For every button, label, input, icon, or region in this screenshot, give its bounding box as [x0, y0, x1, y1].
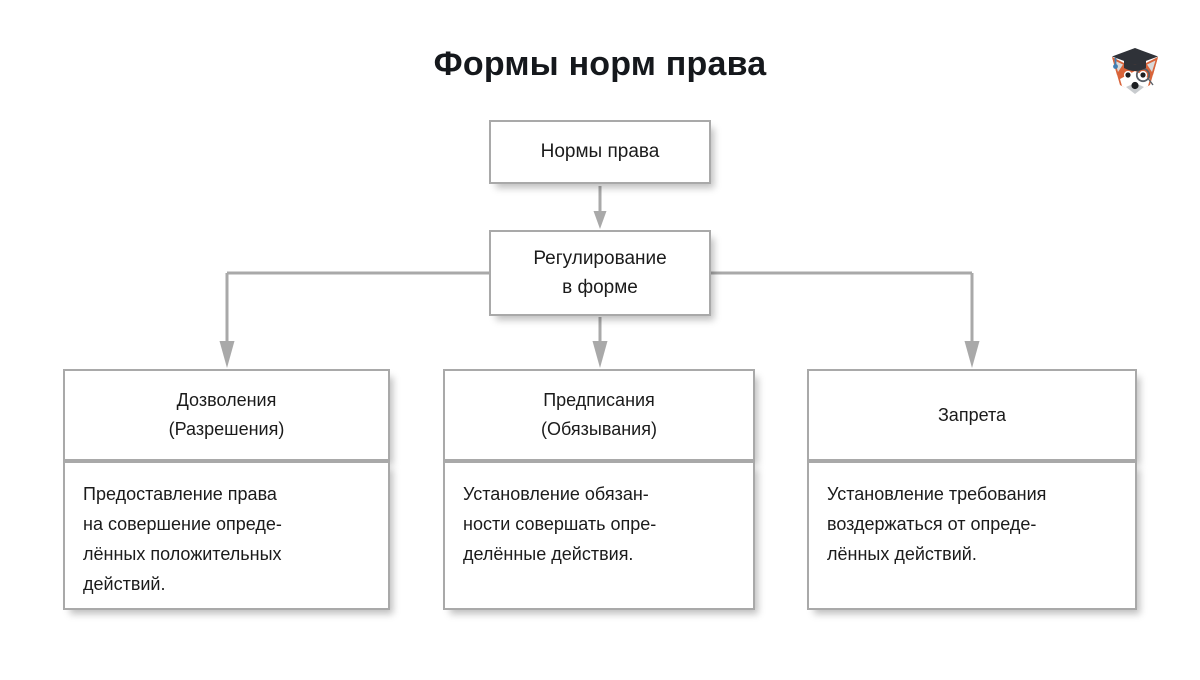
arrowhead-col2 — [592, 341, 608, 368]
node-dozvoleniya-head-label: Дозволения (Разрешения) — [168, 390, 285, 439]
node-predpisaniya-body-text: Установление обязан- ности совершать опр… — [463, 484, 657, 564]
node-zapreta-body-text: Установление требования воздержаться от … — [827, 484, 1047, 564]
node-regulirovanie-v-forme-label: Регулирование в форме — [533, 248, 667, 298]
node-norms-prava[interactable]: Нормы права — [489, 120, 711, 184]
node-dozvoleniya-body-text: Предоставление права на совершение опред… — [83, 484, 282, 594]
node-dozvoleniya-body[interactable]: Предоставление права на совершение опред… — [63, 461, 390, 610]
fox-graduate-logo — [1104, 39, 1166, 101]
arrowhead-norms-to-regulation — [593, 211, 607, 229]
node-predpisaniya-head-label: Предписания (Обязывания) — [541, 390, 657, 439]
page-title: Формы норм права — [433, 45, 767, 83]
node-zapreta-head[interactable]: Запрета — [807, 369, 1137, 461]
arrowhead-col3 — [964, 341, 980, 368]
node-zapreta-head-label: Запрета — [937, 404, 1007, 425]
node-regulirovanie-v-forme[interactable]: Регулирование в форме — [489, 230, 711, 316]
arrowhead-col1 — [219, 341, 235, 368]
node-predpisaniya-body[interactable]: Установление обязан- ности совершать опр… — [443, 461, 755, 610]
node-norms-prava-label: Нормы права — [540, 141, 660, 162]
node-dozvoleniya-head[interactable]: Дозволения (Разрешения) — [63, 369, 390, 461]
node-zapreta-body[interactable]: Установление требования воздержаться от … — [807, 461, 1137, 610]
node-predpisaniya-head[interactable]: Предписания (Обязывания) — [443, 369, 755, 461]
